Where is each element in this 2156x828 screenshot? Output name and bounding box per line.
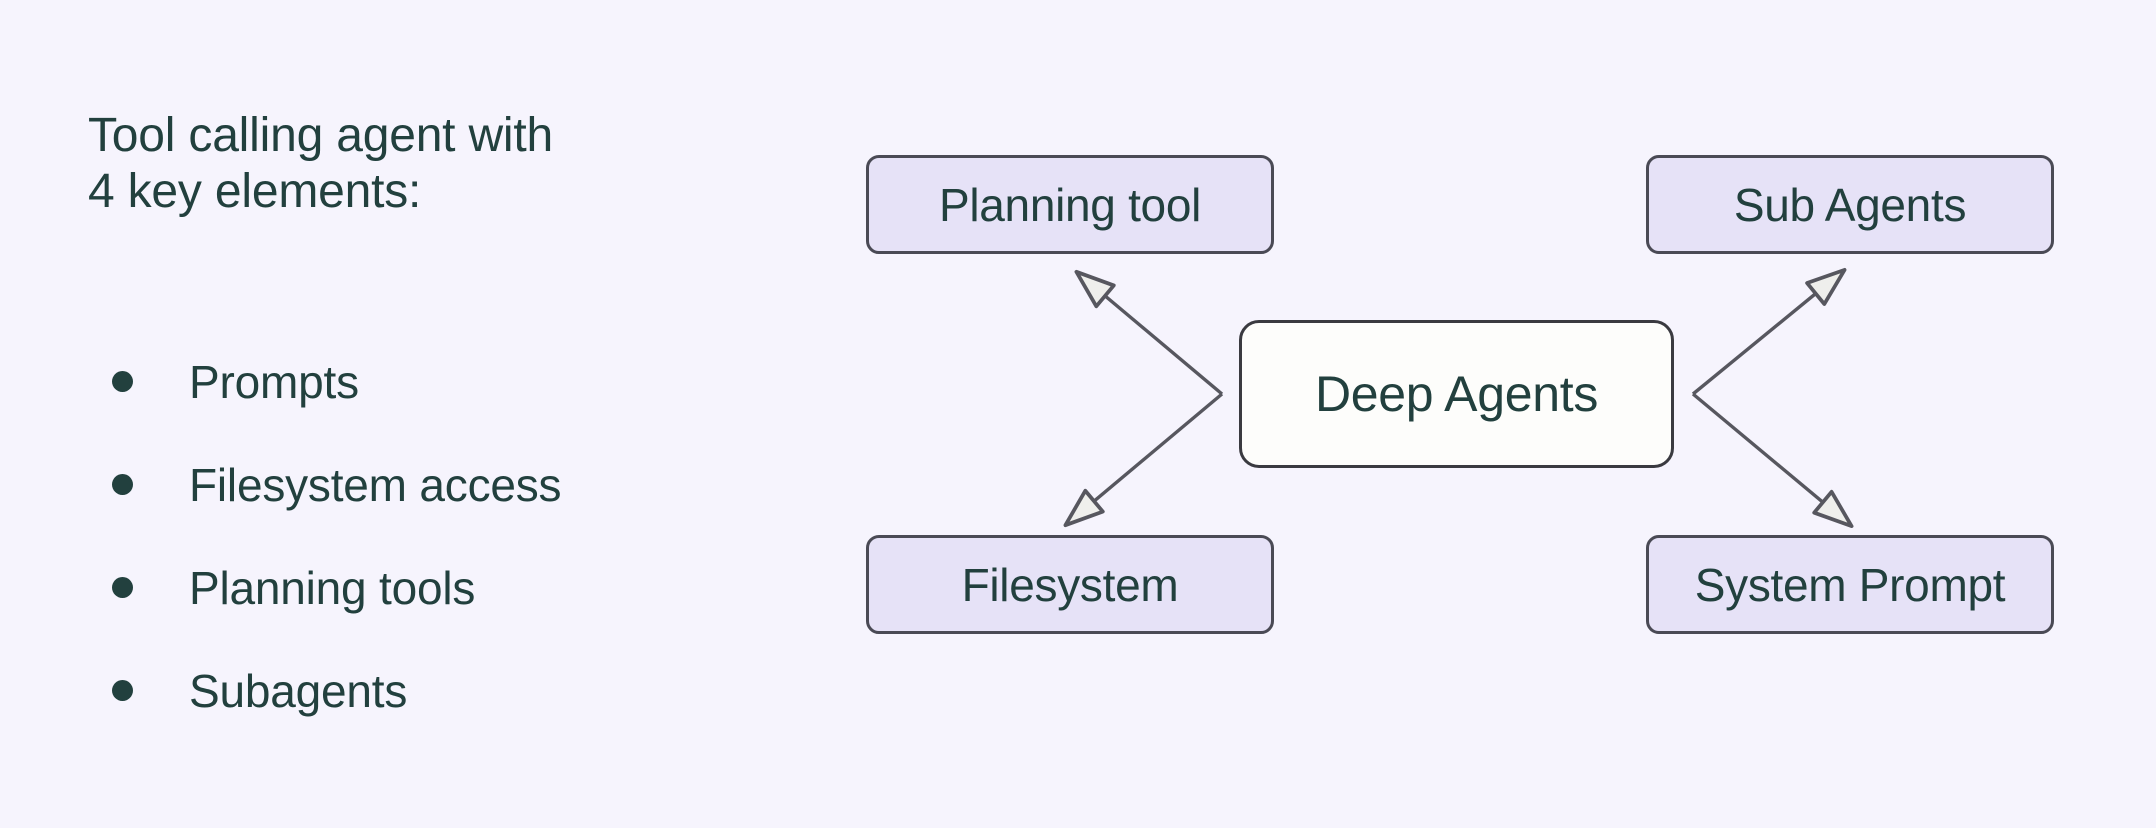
list-item-label: Planning tools: [189, 561, 476, 614]
list-item-label: Subagents: [189, 664, 408, 717]
bullet-dot-icon: [112, 577, 133, 598]
list-item: Subagents: [112, 639, 712, 742]
node-planning-tool[interactable]: Planning tool: [866, 155, 1274, 254]
list-item-label: Filesystem access: [189, 458, 562, 511]
node-deep-agents[interactable]: Deep Agents: [1239, 320, 1674, 468]
node-label: Filesystem: [961, 558, 1179, 611]
edge-deep-agents-to-planning-tool: [1074, 269, 1224, 396]
key-elements-list: Prompts Filesystem access Planning tools…: [112, 330, 712, 742]
node-sub-agents[interactable]: Sub Agents: [1646, 155, 2054, 254]
node-system-prompt[interactable]: System Prompt: [1646, 535, 2054, 634]
edge-deep-agents-to-filesystem: [1063, 392, 1224, 528]
node-label: System Prompt: [1694, 558, 2006, 611]
left-text-panel: Tool calling agent with 4 key elements: …: [88, 108, 708, 714]
edge-deep-agents-to-system-prompt: [1691, 392, 1854, 529]
list-item-label: Prompts: [189, 355, 359, 408]
node-label: Planning tool: [938, 178, 1202, 231]
bullet-dot-icon: [112, 371, 133, 392]
node-label: Deep Agents: [1314, 366, 1599, 422]
list-item: Planning tools: [112, 536, 712, 639]
list-item: Filesystem access: [112, 433, 712, 536]
intro-heading: Tool calling agent with 4 key elements:: [88, 109, 554, 219]
edge-deep-agents-to-sub-agents: [1691, 267, 1847, 396]
list-item: Prompts: [112, 330, 712, 433]
node-filesystem[interactable]: Filesystem: [866, 535, 1274, 634]
node-label: Sub Agents: [1733, 178, 1967, 231]
bullet-dot-icon: [112, 474, 133, 495]
bullet-dot-icon: [112, 680, 133, 701]
